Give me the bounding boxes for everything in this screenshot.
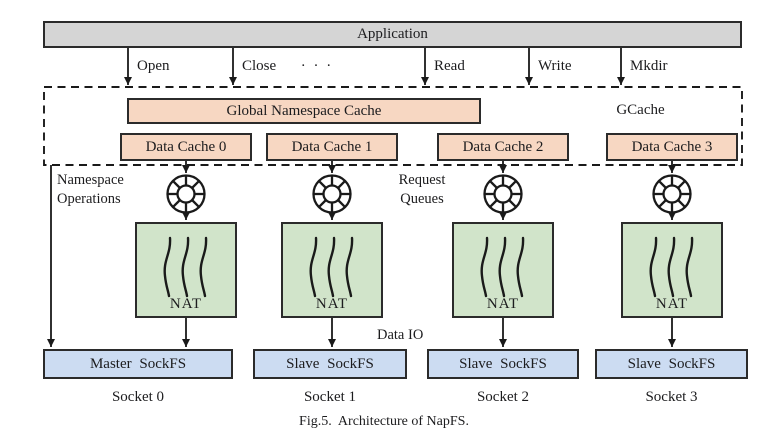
request-queue-icon-2 bbox=[483, 174, 523, 214]
sockfs-box-0: Master SockFS bbox=[43, 349, 233, 379]
data-cache-label-3: Data Cache 3 bbox=[631, 138, 713, 155]
application-label: Application bbox=[357, 26, 428, 42]
sockfs-box-1: Slave SockFS bbox=[253, 349, 407, 379]
op-label-write: Write bbox=[538, 58, 572, 74]
global-namespace-cache-box: Global Namespace Cache bbox=[127, 98, 481, 124]
sockfs-label-0: Master SockFS bbox=[89, 355, 187, 372]
data-cache-box-0: Data Cache 0 bbox=[120, 133, 252, 161]
op-label-ellipsis: · · · bbox=[300, 58, 334, 74]
gcache-dashed-boundary bbox=[43, 86, 743, 166]
namespace-operations-label: Namespace Operations bbox=[57, 172, 124, 207]
figure-caption: Fig.5. Architecture of NapFS. bbox=[299, 414, 469, 429]
sockfs-label-2: Slave SockFS bbox=[459, 355, 547, 372]
queue-waves-icon bbox=[163, 236, 208, 298]
request-queues-label: Request Queues bbox=[398, 172, 446, 207]
arrows bbox=[47, 48, 676, 347]
queue-waves-icon bbox=[309, 236, 354, 298]
data-cache-label-2: Data Cache 2 bbox=[462, 138, 544, 155]
nat-label-3: NAT bbox=[655, 296, 689, 312]
nat-box-1: NAT bbox=[281, 222, 383, 318]
op-label-mkdir: Mkdir bbox=[630, 58, 668, 74]
nat-label-1: NAT bbox=[315, 296, 349, 312]
nat-label-2: NAT bbox=[486, 296, 520, 312]
request-queue-icon-0 bbox=[166, 174, 206, 214]
queue-waves-icon bbox=[649, 236, 694, 298]
sockfs-box-2: Slave SockFS bbox=[427, 349, 579, 379]
gcache-region-label: GCache bbox=[616, 102, 665, 118]
data-cache-label-1: Data Cache 1 bbox=[291, 138, 373, 155]
op-label-open: Open bbox=[137, 58, 170, 74]
op-label-read: Read bbox=[434, 58, 465, 74]
data-io-label: Data IO bbox=[377, 327, 424, 343]
application-box: Application bbox=[43, 21, 742, 48]
sockfs-label-3: Slave SockFS bbox=[627, 355, 716, 372]
request-queue-icon-1 bbox=[312, 174, 352, 214]
data-cache-box-2: Data Cache 2 bbox=[437, 133, 569, 161]
data-cache-box-3: Data Cache 3 bbox=[606, 133, 738, 161]
request-queue-icon-3 bbox=[652, 174, 692, 214]
data-cache-box-1: Data Cache 1 bbox=[266, 133, 398, 161]
data-cache-label-0: Data Cache 0 bbox=[145, 138, 227, 155]
socket-label-0: Socket 0 bbox=[111, 389, 165, 405]
global-namespace-cache-label: Global Namespace Cache bbox=[226, 102, 382, 119]
socket-label-2: Socket 2 bbox=[476, 389, 530, 405]
socket-label-3: Socket 3 bbox=[645, 389, 698, 405]
nat-box-2: NAT bbox=[452, 222, 554, 318]
sockfs-label-1: Slave SockFS bbox=[286, 355, 374, 372]
nat-label-0: NAT bbox=[169, 296, 203, 312]
sockfs-box-3: Slave SockFS bbox=[595, 349, 748, 379]
socket-label-1: Socket 1 bbox=[303, 389, 357, 405]
op-label-close: Close bbox=[242, 58, 277, 74]
nat-box-0: NAT bbox=[135, 222, 237, 318]
queue-waves-icon bbox=[480, 236, 525, 298]
nat-box-3: NAT bbox=[621, 222, 723, 318]
